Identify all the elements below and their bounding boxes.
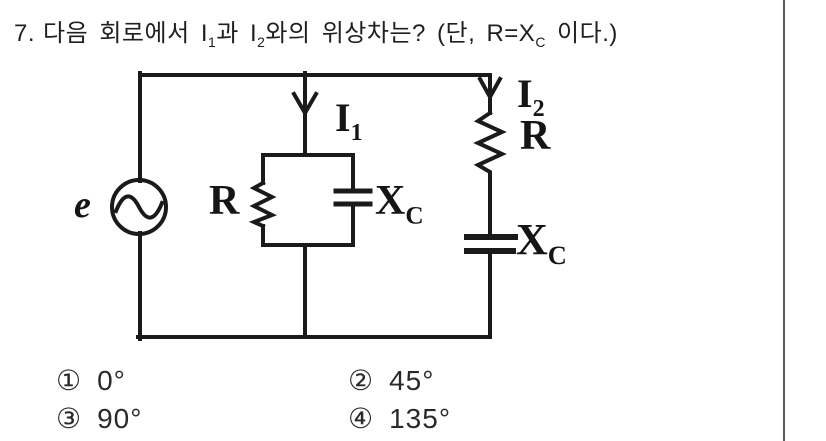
current-i1-sub: 1 [350,120,363,146]
option-1: ① 0° [56,364,126,397]
option-1-marker: ① [56,365,82,396]
option-4-marker: ④ [348,403,374,434]
series-capacitor-sub: C [547,239,567,270]
question-text-part3: 와의 위상차는? (단, R=X [265,20,536,47]
option-2-label: 45° [389,364,435,396]
question-number: 7. [14,20,36,47]
question-title: 7. 다음 회로에서 I1과 I2와의 위상차는? (단, R=XC 이다.) [14,13,618,50]
current-label-i2: I2 [517,71,545,122]
series-capacitor-base: X [516,215,548,264]
question-text-part4: 이다.) [545,20,618,47]
series-capacitor-label: XC [516,218,567,268]
parallel-capacitor-base: X [375,178,406,224]
current-i2-sub: 2 [532,96,545,122]
option-2: ② 45° [348,364,434,397]
current-i1-base: I [335,95,351,140]
question-text-part2: 과 I [216,20,258,47]
option-1-label: 0° [97,364,126,396]
option-3: ③ 90° [56,402,142,435]
option-4: ④ 135° [348,402,451,435]
parallel-resistor-text: R [209,178,240,224]
current-i2-base: I [517,71,533,116]
ac-source-icon [110,178,168,236]
question-sub2: 2 [257,33,266,50]
current-arrow-i1-icon [291,91,319,117]
resistor-series-icon [473,110,507,177]
option-3-marker: ③ [56,403,82,434]
parallel-resistor-label: R [209,180,239,222]
scan-artifact-line [783,0,785,441]
current-arrow-i2-icon [477,76,503,102]
source-voltage-text: e [74,184,91,226]
ac-sine-wave-icon [113,194,165,220]
source-voltage-label: e [74,186,91,224]
parallel-capacitor-label: XC [375,180,424,229]
current-label-i1: I1 [335,95,363,146]
option-3-label: 90° [97,402,143,434]
series-resistor-label: R [520,115,550,157]
series-resistor-text: R [520,113,551,159]
question-sub1: 1 [208,33,217,50]
question-text-part1: 다음 회로에서 I [43,20,208,47]
option-4-label: 135° [389,402,452,434]
parallel-capacitor-sub: C [405,202,424,230]
question-subC: C [535,33,546,50]
resistor-parallel-icon [248,180,277,229]
option-2-marker: ② [348,365,374,396]
